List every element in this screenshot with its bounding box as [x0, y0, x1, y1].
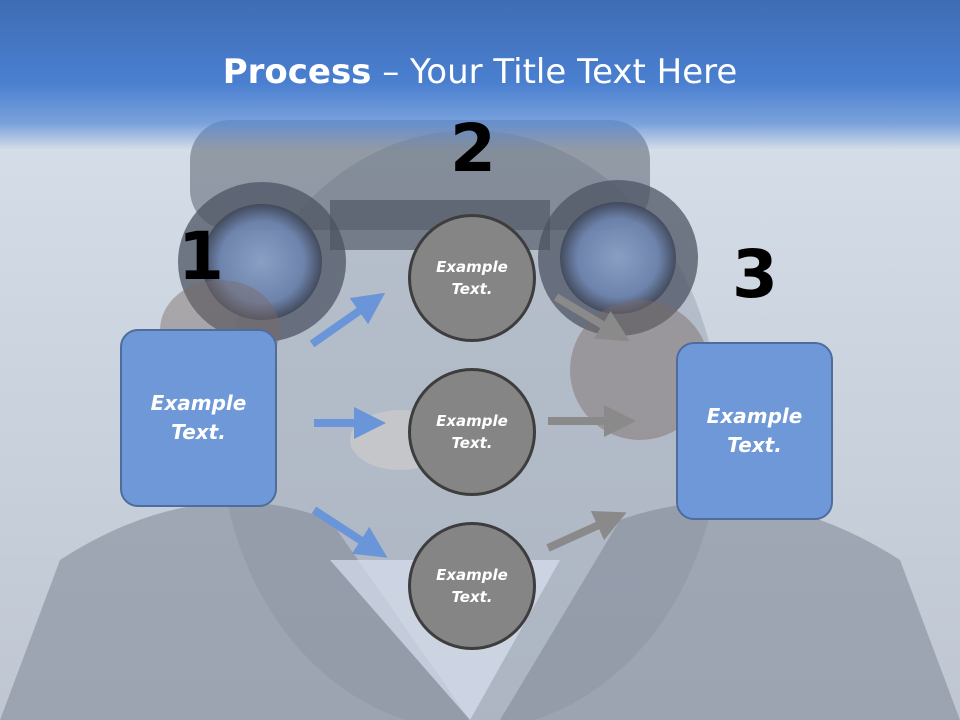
left-text-box[interactable]: Example Text.: [120, 329, 277, 507]
circle-middle[interactable]: Example Text.: [408, 368, 536, 496]
title-rest: – Your Title Text Here: [371, 52, 738, 92]
circle-bottom[interactable]: Example Text.: [408, 522, 536, 650]
step-number-2: 2: [450, 110, 496, 187]
slide-title: Process – Your Title Text Here: [0, 52, 960, 92]
step-number-3: 3: [732, 236, 778, 313]
title-band: [0, 0, 960, 150]
left-box-label: Example Text.: [150, 391, 247, 444]
step-number-1: 1: [178, 218, 224, 295]
right-box-label: Example Text.: [706, 404, 803, 457]
circle-top[interactable]: Example Text.: [408, 214, 536, 342]
right-text-box[interactable]: Example Text.: [676, 342, 833, 520]
circle-top-label: Example Text.: [436, 257, 508, 299]
circle-middle-label: Example Text.: [436, 411, 508, 453]
circle-bottom-label: Example Text.: [436, 565, 508, 607]
title-bold: Process: [222, 52, 372, 92]
